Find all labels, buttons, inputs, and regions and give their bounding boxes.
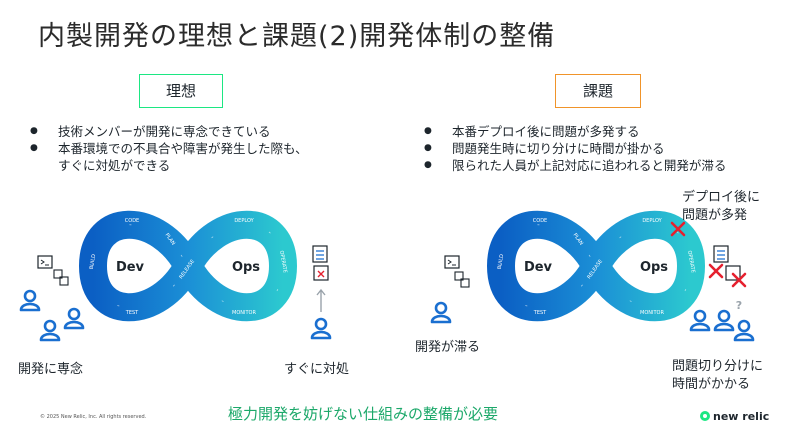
person-icon	[310, 317, 332, 340]
stage-monitor: MONITOR	[232, 310, 256, 316]
error-window-icon	[313, 265, 329, 281]
devops-loop-ideal: Dev Ops CODE BUILD TEST PLAN RELEASE DEP…	[89, 218, 288, 316]
stage-test: TEST	[533, 310, 547, 316]
checklist-icon	[713, 245, 729, 263]
stage-test: TEST	[125, 310, 139, 316]
error-window-icon	[725, 265, 741, 281]
ideal-heading: 理想	[165, 82, 196, 100]
person-icon	[713, 309, 735, 332]
person-icon	[689, 309, 711, 332]
person-icon	[19, 289, 41, 312]
person-icon	[430, 301, 452, 324]
list-item: すぐに対処ができる	[58, 158, 171, 173]
loop-dev-label: Dev	[524, 260, 553, 275]
stage-build: BUILD	[497, 254, 506, 270]
page-title: 内製開発の理想と課題(2)開発体制の整備	[38, 21, 556, 52]
error-x-icon	[708, 263, 724, 279]
loop-dev-label: Dev	[116, 260, 145, 275]
copyright-text: © 2025 New Relic, Inc. All rights reserv…	[40, 414, 147, 420]
person-icon	[39, 319, 61, 342]
cubes-icon	[454, 271, 470, 288]
list-item: 問題発生時に切り分けに時間が掛かる	[418, 140, 726, 157]
stage-deploy: DEPLOY	[234, 218, 254, 224]
up-arrow-icon	[316, 288, 326, 312]
person-icon	[63, 307, 85, 330]
stage-code: CODE	[125, 218, 139, 224]
loop-ops-label: Ops	[232, 260, 260, 275]
logo-text: new relic	[713, 410, 770, 423]
stage-deploy: DEPLOY	[642, 218, 662, 224]
label-dev-focus: 開発に専念	[18, 362, 84, 377]
terminal-icon	[444, 255, 460, 269]
list-item: 技術メンバーが開発に専念できている	[24, 123, 308, 140]
label-isolate-line2: 時間がかかる	[672, 377, 751, 392]
issue-bullet-list: 本番デプロイ後に問題が多発する 問題発生時に切り分けに時間が掛かる 限られた人員…	[418, 123, 726, 174]
person-icon	[733, 319, 755, 342]
issue-heading-box: 課題	[555, 74, 641, 108]
stage-operate: OPERATE	[278, 250, 288, 273]
label-dev-stalled: 開発が滞る	[415, 340, 481, 355]
stage-monitor: MONITOR	[640, 310, 664, 316]
label-quick-fix: すぐに対処	[284, 362, 350, 377]
stage-code: CODE	[533, 218, 547, 224]
checklist-icon	[312, 245, 328, 263]
new-relic-logo-icon	[700, 411, 710, 421]
terminal-icon	[37, 255, 53, 269]
loop-ops-label: Ops	[640, 260, 668, 275]
stage-operate: OPERATE	[686, 250, 696, 273]
question-mark: ?	[736, 299, 742, 312]
list-item: 本番環境での不具合や障害が発生した際も、	[24, 140, 308, 157]
list-item: 限られた人員が上記対応に追われると開発が滞る	[418, 157, 726, 174]
devops-loop-issue: Dev Ops CODE BUILD TEST PLAN RELEASE DEP…	[497, 218, 696, 316]
issue-heading: 課題	[582, 82, 613, 100]
stage-build: BUILD	[89, 254, 98, 270]
label-isolate-line1: 問題切り分けに	[672, 359, 764, 374]
new-relic-logo: new relic	[700, 410, 769, 423]
list-item: 本番デプロイ後に問題が多発する	[418, 123, 726, 140]
callout-line2: 問題が多発	[682, 208, 748, 223]
cubes-icon	[53, 269, 69, 286]
footer-message: 極力開発を妨げない仕組みの整備が必要	[228, 405, 499, 423]
callout-line1: デプロイ後に	[682, 190, 761, 205]
ideal-heading-box: 理想	[139, 74, 223, 108]
ideal-bullet-list: 技術メンバーが開発に専念できている 本番環境での不具合や障害が発生した際も、 す…	[24, 123, 308, 174]
